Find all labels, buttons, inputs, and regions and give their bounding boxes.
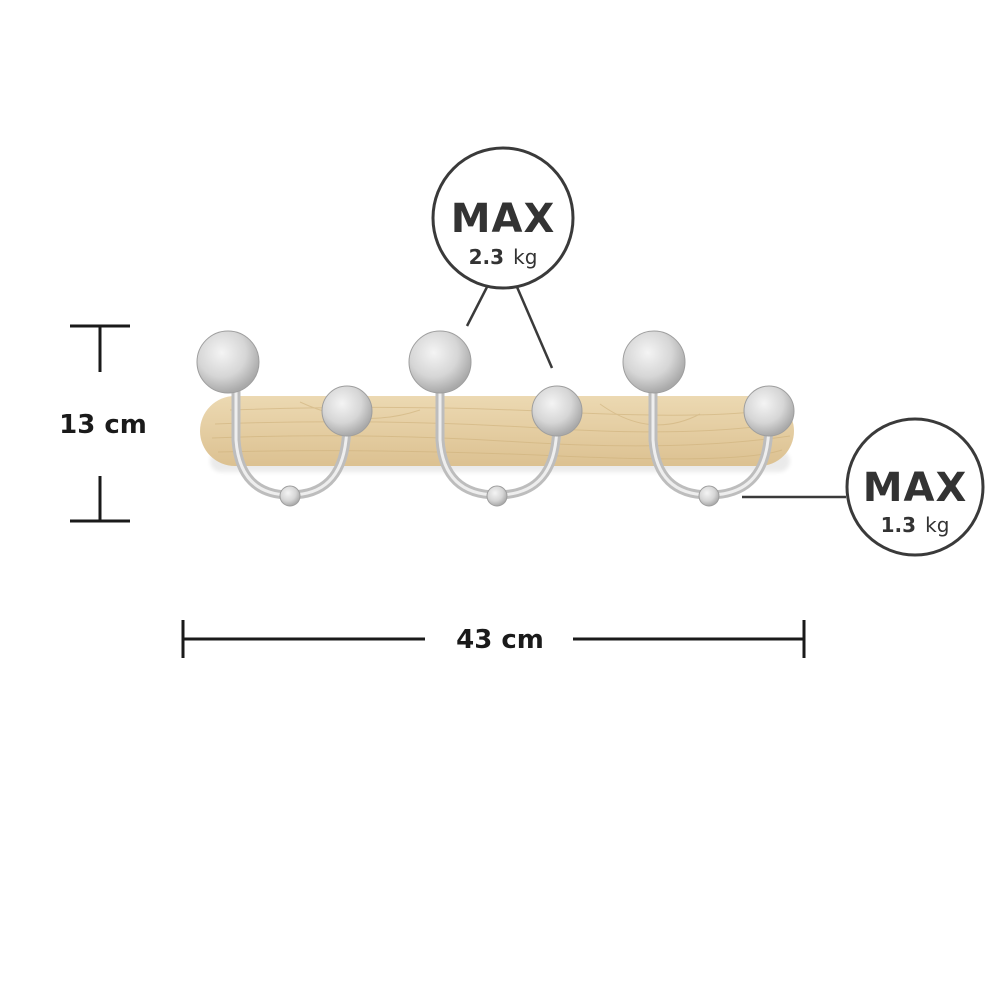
- hook-3-side-knob: [743, 385, 795, 437]
- right-badge-weight-unit: kg: [925, 513, 949, 537]
- right-badge-max-label: MAX: [863, 465, 968, 511]
- top-badge-max-label: MAX: [451, 196, 556, 242]
- top-badge-pointer-right: [515, 286, 554, 369]
- hook-1-top-knob: [196, 330, 260, 394]
- right-badge-weight-value: 1.3: [881, 513, 916, 537]
- width-dimension: 43 cm: [181, 620, 806, 658]
- hook-2-top-knob: [408, 330, 472, 394]
- hook-1-bottom-ball: [279, 485, 301, 507]
- top-badge-weight-unit: kg: [513, 245, 537, 269]
- hook-1: [196, 330, 373, 507]
- width-label: 43 cm: [456, 625, 544, 655]
- hook-3-bottom-ball: [698, 485, 720, 507]
- hook-2: [408, 330, 583, 507]
- top-badge-weight: 2.3 kg: [469, 245, 538, 269]
- height-dimension: 13 cm: [59, 324, 147, 523]
- coat-rack-image: [196, 330, 795, 507]
- top-weight-badge: MAX 2.3 kg: [431, 146, 575, 369]
- hook-3: [622, 330, 795, 507]
- hook-2-side-knob: [531, 385, 583, 437]
- right-badge-weight: 1.3 kg: [881, 513, 950, 537]
- hook-2-bottom-ball: [486, 485, 508, 507]
- height-label: 13 cm: [59, 410, 147, 440]
- top-badge-pointer-left: [465, 286, 489, 327]
- top-badge-circle: [431, 146, 575, 290]
- right-badge-circle: [845, 417, 985, 557]
- hook-3-top-knob: [622, 330, 686, 394]
- top-badge-weight-value: 2.3: [469, 245, 504, 269]
- right-weight-badge: MAX 1.3 kg: [742, 417, 985, 557]
- hook-1-side-knob: [321, 385, 373, 437]
